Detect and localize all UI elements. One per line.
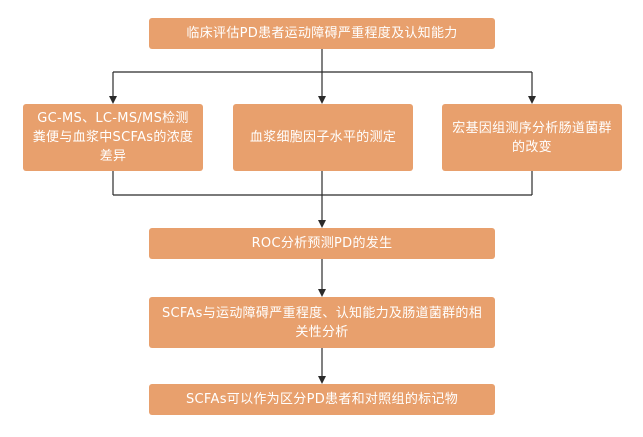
step-roc-analysis-label: ROC分析预测PD的发生 xyxy=(251,236,393,251)
step-metagenome-sequencing-label: 宏基因组测序分析肠道菌群的改变 xyxy=(452,120,612,155)
step-scfa-measurement-label: GC-MS、LC-MS/MS检测粪便与血浆中SCFAs的浓度差异 xyxy=(32,111,194,164)
step-biomarker-conclusion: SCFAs可以作为区分PD患者和对照组的标记物 xyxy=(149,384,495,415)
step-biomarker-conclusion-label: SCFAs可以作为区分PD患者和对照组的标记物 xyxy=(185,392,459,407)
step-cytokine-measurement: 血浆细胞因子水平的测定 xyxy=(233,104,413,171)
step-clinical-assessment-label: 临床评估PD患者运动障碍严重程度及认知能力 xyxy=(186,26,458,41)
step-correlation-analysis: SCFAs与运动障碍严重程度、认知能力及肠道菌群的相关性分析 xyxy=(149,297,495,348)
step-roc-analysis: ROC分析预测PD的发生 xyxy=(149,228,495,259)
step-clinical-assessment: 临床评估PD患者运动障碍严重程度及认知能力 xyxy=(149,18,495,49)
step-correlation-analysis-label: SCFAs与运动障碍严重程度、认知能力及肠道菌群的相关性分析 xyxy=(161,305,483,340)
step-cytokine-measurement-label: 血浆细胞因子水平的测定 xyxy=(249,130,397,145)
step-metagenome-sequencing: 宏基因组测序分析肠道菌群的改变 xyxy=(442,104,622,171)
step-scfa-measurement: GC-MS、LC-MS/MS检测粪便与血浆中SCFAs的浓度差异 xyxy=(23,104,203,171)
